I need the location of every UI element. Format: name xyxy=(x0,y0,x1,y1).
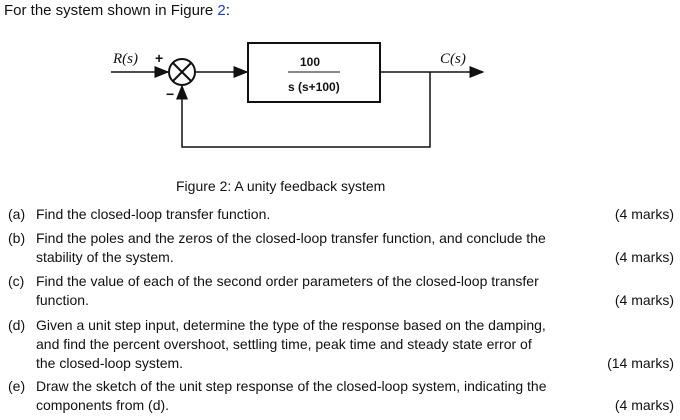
figure-reference: 2 xyxy=(217,2,226,19)
question-text: Draw the sketch of the unit step respons… xyxy=(36,378,547,394)
feedback-path xyxy=(176,72,431,148)
minus-sign: − xyxy=(166,86,175,102)
intro-colon: : xyxy=(225,2,230,19)
question-text: Find the closed-loop transfer function. xyxy=(36,206,271,222)
figure-caption: Figure 2: A unity feedback system xyxy=(176,178,386,194)
question-text: and find the percent overshoot, settling… xyxy=(36,336,532,352)
numerator: 100 xyxy=(300,55,321,69)
question-label: (d) xyxy=(8,317,26,333)
denominator: s (s+100) xyxy=(288,80,340,94)
question-c: (c) Find the value of each of the second… xyxy=(8,272,676,312)
question-e: (e) Draw the sketch of the unit step res… xyxy=(8,377,676,417)
question-text: components from (d). xyxy=(36,397,170,413)
summing-junction xyxy=(168,58,196,86)
question-label: (b) xyxy=(8,230,26,246)
block-diagram xyxy=(111,42,485,148)
question-a: (a) Find the closed-loop transfer functi… xyxy=(8,205,676,225)
plus-sign: + xyxy=(155,50,164,66)
question-label: (e) xyxy=(8,378,26,394)
question-marks: (4 marks) xyxy=(614,292,674,308)
intro-sentence: For the system shown in Figure xyxy=(4,2,218,19)
input-label: R(s) xyxy=(113,51,138,67)
question-text: function. xyxy=(36,292,89,308)
question-marks: (4 marks) xyxy=(614,397,674,413)
question-b: (b) Find the poles and the zeros of the … xyxy=(8,229,676,269)
question-text: Given a unit step input, determine the t… xyxy=(36,317,546,333)
output-label: C(s) xyxy=(440,51,466,67)
question-text: stability of the system. xyxy=(36,249,174,265)
question-text: the closed-loop system. xyxy=(36,355,184,371)
intro-text: For the system shown in Figure 2: xyxy=(4,2,230,19)
question-label: (a) xyxy=(8,206,26,222)
question-d: (d) Given a unit step input, determine t… xyxy=(8,316,676,374)
question-marks: (14 marks) xyxy=(607,355,674,371)
question-marks: (4 marks) xyxy=(614,249,674,265)
question-label: (c) xyxy=(8,273,25,289)
question-marks: (4 marks) xyxy=(614,206,674,222)
question-text: Find the value of each of the second ord… xyxy=(36,273,539,289)
question-text: Find the poles and the zeros of the clos… xyxy=(36,230,546,246)
